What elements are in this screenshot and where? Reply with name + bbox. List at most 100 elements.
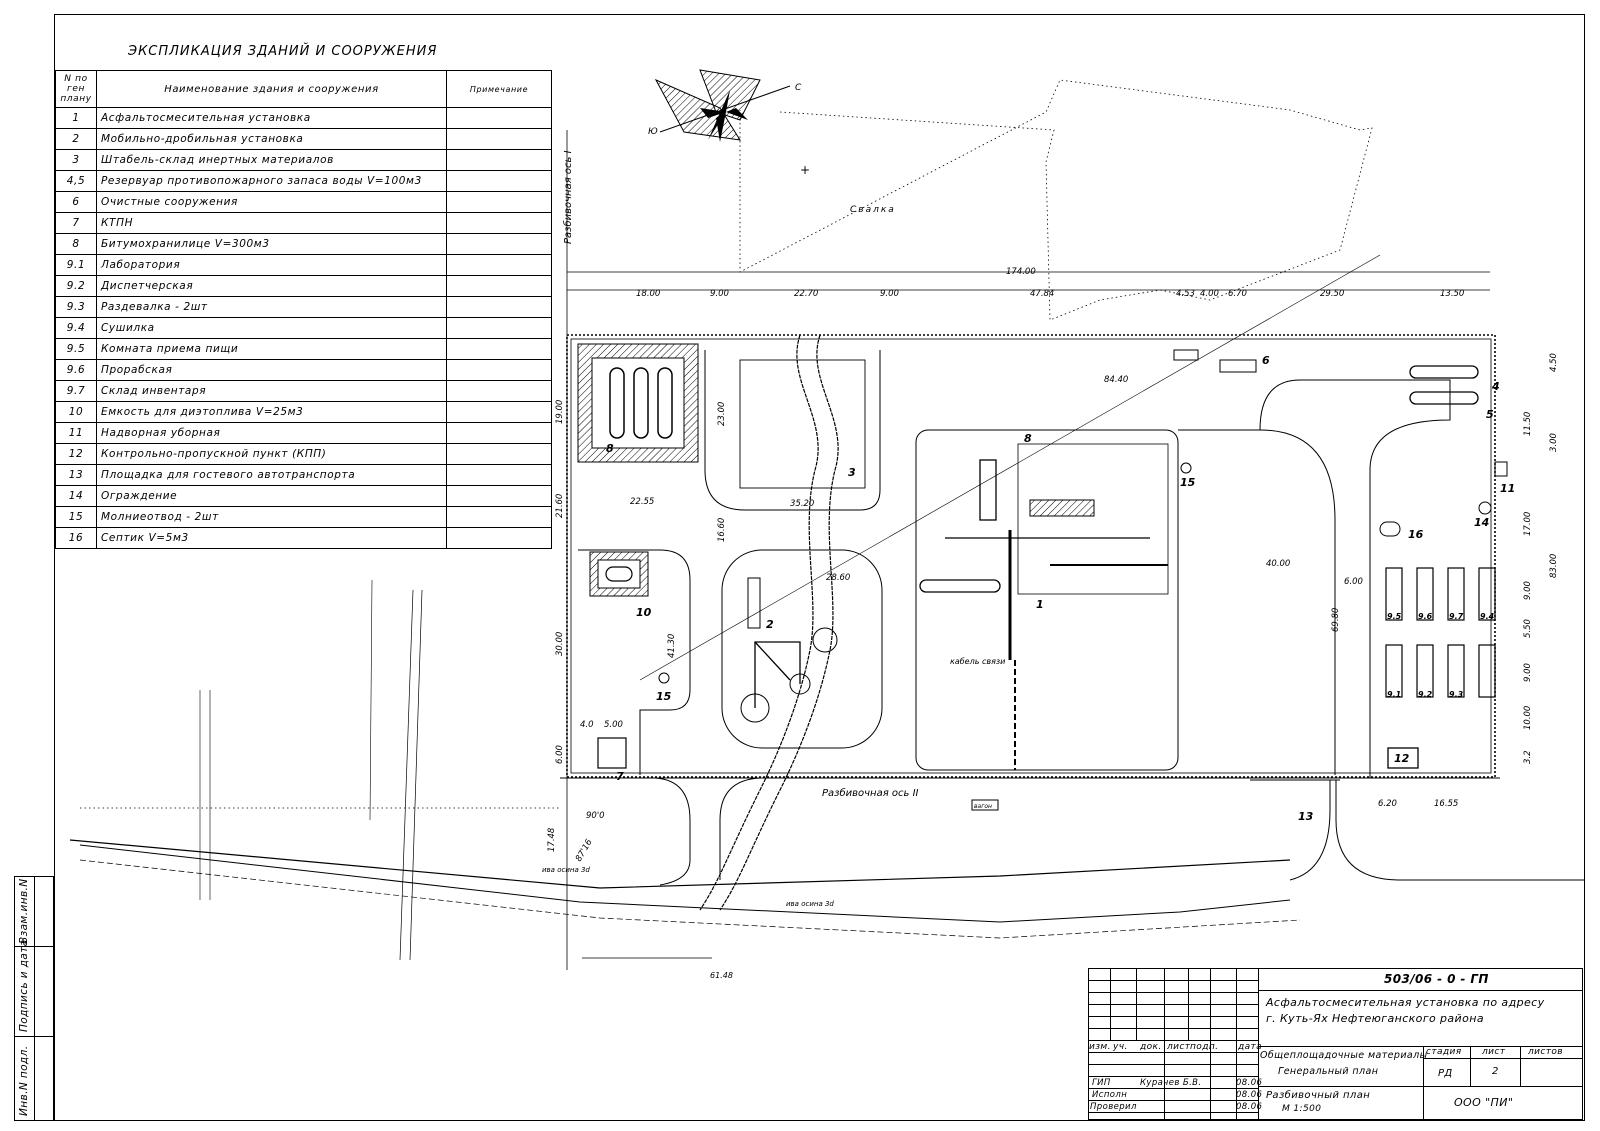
svg-text:11.50: 11.50 [1523, 412, 1533, 436]
pit-note-1: ива осина 3d [542, 866, 590, 874]
svg-text:9.00: 9.00 [1523, 581, 1533, 600]
svg-text:7: 7 [616, 770, 624, 783]
svg-text:3: 3 [848, 466, 856, 479]
stamp-stage-header: стадия [1426, 1047, 1462, 1057]
stamp-gip-role: ГИП [1092, 1078, 1111, 1088]
stamp-sheets-header: листов [1528, 1047, 1564, 1057]
dimension-labels: 18.00 9.00 22.70 9.00 47.84 4.53 4.00 6.… [547, 267, 1559, 864]
svg-text:11: 11 [1500, 482, 1515, 495]
svg-text:4: 4 [1491, 380, 1500, 393]
svg-text:13.50: 13.50 [1440, 289, 1464, 299]
svg-text:23.00: 23.00 [717, 402, 727, 426]
compass-rose-icon: С Ю [648, 69, 802, 142]
svg-text:1: 1 [1036, 598, 1044, 611]
svg-text:6.00: 6.00 [1344, 577, 1363, 587]
stamp-col-data: дата [1238, 1042, 1263, 1052]
object-labels: 1 2 3 4 5 6 7 8 8 10 11 12 13 14 15 15 1… [606, 354, 1515, 823]
title-block: 503/06 - 0 - ГП Асфальтосмесительная уст… [1088, 968, 1583, 1120]
row-note [446, 527, 552, 549]
stamp-stage: РД [1438, 1068, 1453, 1079]
row-num: 9.1 [55, 254, 97, 276]
svg-text:4.0: 4.0 [580, 720, 594, 730]
svg-text:4.50: 4.50 [1549, 353, 1559, 372]
stamp-col-uch: уч. [1113, 1042, 1128, 1052]
side-podpis: Подпись и дата [18, 939, 30, 1032]
svg-text:9.6: 9.6 [1418, 612, 1433, 621]
row-name: Емкость для диэтоплива V=25м3 [96, 401, 447, 423]
dump-label: Свалка [850, 205, 896, 215]
svg-text:16.60: 16.60 [717, 518, 727, 542]
stamp-gip-date: 08.06 [1236, 1078, 1263, 1088]
svg-text:5.50: 5.50 [1523, 619, 1533, 638]
svg-text:2: 2 [766, 618, 774, 631]
svg-text:9.5: 9.5 [1387, 612, 1402, 621]
svg-text:8: 8 [1024, 432, 1032, 445]
stamp-org: ООО "ПИ" [1454, 1096, 1514, 1109]
axis-2-label: Разбивочная ось II [822, 787, 919, 799]
svg-text:5: 5 [1486, 408, 1494, 421]
row-name: Контрольно-пропускной пункт (КПП) [96, 443, 447, 465]
stamp-col-izm: изм. [1089, 1042, 1111, 1052]
row-name: Штабель-склад инертных материалов [96, 149, 447, 171]
stamp-code: 503/06 - 0 - ГП [1384, 972, 1489, 986]
svg-text:3.00: 3.00 [1549, 433, 1559, 452]
svg-text:+: + [800, 163, 810, 177]
svg-text:16: 16 [1408, 528, 1424, 541]
row-num: 16 [55, 527, 97, 549]
stamp-gip-name: Курачев Б.В. [1140, 1078, 1202, 1088]
svg-text:6.00: 6.00 [555, 745, 565, 764]
svg-text:4.00: 4.00 [1200, 289, 1219, 299]
svg-text:10.00: 10.00 [1523, 706, 1533, 730]
row-name: Молниеотвод - 2шт [96, 506, 447, 528]
svg-text:40.00: 40.00 [1266, 559, 1290, 569]
svg-text:6.20: 6.20 [1378, 799, 1397, 809]
svg-text:9.7: 9.7 [1449, 612, 1464, 621]
header-num: N по ген плану [55, 70, 97, 108]
svg-text:87'16: 87'16 [574, 837, 595, 863]
stamp-title-line2: г. Куть-Ях Нефтеюганского района [1266, 1012, 1484, 1025]
svg-text:174.00: 174.00 [1006, 267, 1036, 277]
svg-text:19.00: 19.00 [555, 400, 565, 424]
svg-text:9.3: 9.3 [1449, 690, 1464, 699]
svg-text:15: 15 [656, 690, 672, 703]
row-name: Надворная уборная [96, 422, 447, 444]
row-name: Раздевалка - 2шт [96, 296, 447, 318]
svg-text:90'0: 90'0 [586, 811, 605, 821]
svg-text:9.2: 9.2 [1418, 690, 1433, 699]
stamp-sheet: 2 [1492, 1066, 1499, 1077]
svg-text:6: 6 [1262, 354, 1270, 367]
compass-south: Ю [648, 127, 658, 137]
pit-note-2: ива осина 3d [786, 900, 834, 908]
row-name: Битумохранилице V=300м3 [96, 233, 447, 255]
svg-text:84.40: 84.40 [1104, 375, 1128, 385]
stamp-exec-role: Исполн [1092, 1090, 1128, 1100]
side-strip: Взам.инв.N Подпись и дата Инв.N подл. [14, 876, 54, 1121]
svg-text:29.50: 29.50 [1320, 289, 1344, 299]
axis-1-label: Разбивочная ось I [562, 150, 574, 244]
svg-text:83.00: 83.00 [1549, 554, 1559, 578]
svg-text:17.00: 17.00 [1523, 512, 1533, 536]
stamp-check-role: Проверил [1090, 1102, 1137, 1112]
svg-text:18.00: 18.00 [636, 289, 660, 299]
svg-text:9.00: 9.00 [710, 289, 729, 299]
svg-text:22.70: 22.70 [794, 289, 818, 299]
wagon-label: вагон [974, 803, 992, 810]
svg-text:17.48: 17.48 [547, 827, 557, 852]
stamp-section-line2: Генеральный план [1278, 1066, 1379, 1077]
stamp-col-podp: подп. [1190, 1042, 1219, 1052]
cable-label: кабель связи [950, 657, 1005, 666]
stamp-drawing-line1: Разбивочный план [1266, 1090, 1371, 1101]
